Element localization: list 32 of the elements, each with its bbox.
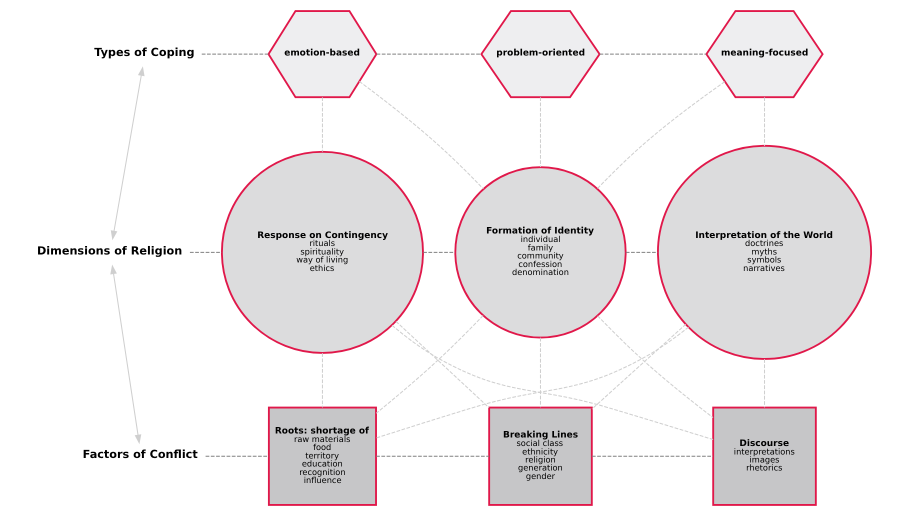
connector — [763, 97, 765, 146]
connector — [321, 97, 322, 152]
node-circle: Response on Contingency rituals spirituality way of living ethics — [220, 150, 424, 354]
connector — [321, 353, 322, 408]
connector — [205, 456, 268, 457]
arrow — [110, 66, 144, 240]
connector — [596, 315, 713, 418]
arrow — [110, 264, 141, 444]
connector — [201, 54, 268, 55]
node-box: Breaking Lines social class ethnicity religion generation gender — [488, 406, 592, 506]
connector — [599, 54, 706, 55]
connector — [625, 252, 658, 253]
node-box: Discourse interpretations images rhetorics — [712, 406, 816, 506]
connector — [539, 338, 540, 408]
connector — [376, 54, 481, 55]
node-box: Roots: shortage of raw materials food territory education recognition influence — [267, 406, 376, 506]
connector — [358, 81, 484, 190]
connector — [763, 359, 765, 408]
node-circle: Formation of Identity individual family community confession denomination — [454, 166, 626, 338]
connector — [591, 324, 686, 410]
connector — [376, 456, 489, 457]
connector — [596, 81, 725, 189]
connector — [189, 252, 222, 253]
connector — [422, 252, 455, 253]
node-text: Factors of Conflict — [82, 448, 198, 462]
node-text: Types of Coping — [94, 46, 194, 59]
connector — [375, 315, 483, 414]
connector — [539, 97, 540, 167]
connector — [395, 320, 489, 408]
node-text: Dimensions of Religion — [36, 244, 182, 258]
node-circle: Interpretation of the World doctrines myths symbols narratives — [656, 144, 872, 360]
connector — [591, 456, 712, 457]
